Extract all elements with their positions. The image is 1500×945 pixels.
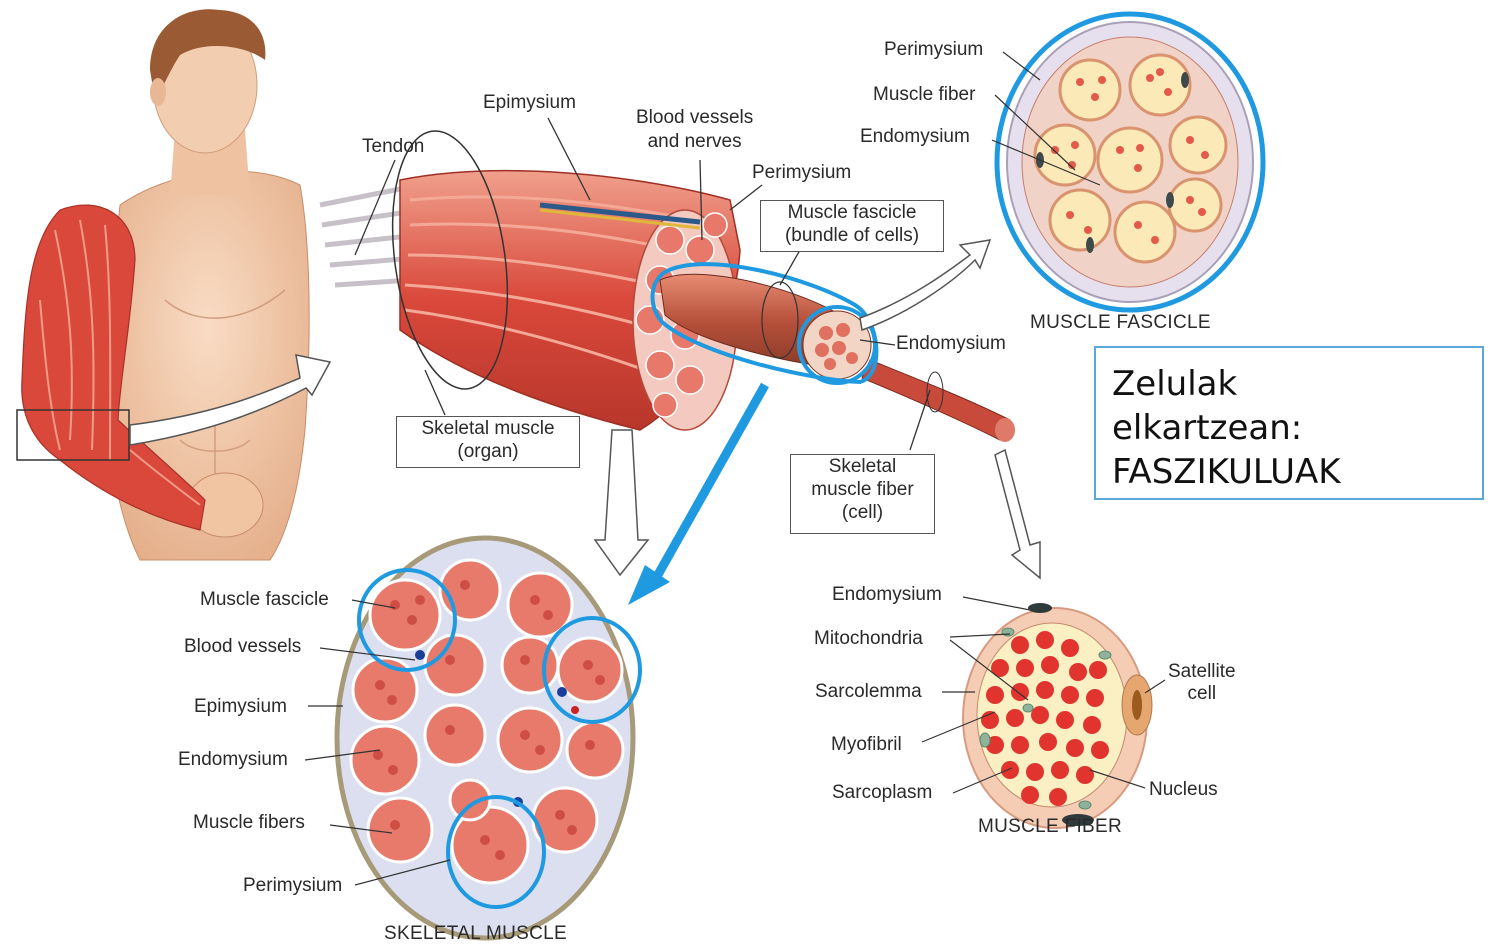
arrow-to-cross-section <box>593 429 650 577</box>
muscle-fascicle-box-line1: Muscle fascicle <box>787 202 917 223</box>
muscle-fascicle-box: Muscle fascicle (bundle of cells) <box>760 200 944 252</box>
fiber-endomysium-label: Endomysium <box>832 584 942 605</box>
epimysium-label: Epimysium <box>483 92 576 113</box>
fascicle-face-fibers <box>815 323 858 370</box>
satellite-line1: Satellite <box>1168 661 1236 682</box>
skeletal-fiber-box-line3: (cell) <box>841 502 884 523</box>
cross-muscle-fascicle-label: Muscle fascicle <box>200 589 329 610</box>
inset-highlight <box>994 11 1266 313</box>
cross-muscle-fibers-label: Muscle fibers <box>193 812 305 833</box>
muscle-striations <box>404 195 721 372</box>
cross-fibers <box>373 580 605 860</box>
skeletal-muscle-box-line1: Skeletal muscle <box>421 418 555 439</box>
fiber-ring <box>926 371 944 413</box>
hair <box>150 9 266 100</box>
fascicle-highlight <box>650 262 879 385</box>
satellite-line2: cell <box>1187 683 1217 704</box>
arrow-to-fascicle-inset <box>859 239 992 332</box>
skeletal-fiber-box-line2: muscle fiber <box>811 479 914 500</box>
cross-epimysium-label: Epimysium <box>194 696 287 717</box>
myofibrils <box>981 631 1109 806</box>
skeletal-muscle-box: Skeletal muscle (organ) <box>396 416 580 468</box>
cross-highlight-3 <box>446 795 546 909</box>
arm-to-muscle-arrow <box>129 354 332 446</box>
mitochondria <box>979 627 1112 810</box>
blood-vessels-nerves-label: Blood vessels and nerves <box>636 107 754 152</box>
muscle-fiber-caption: MUSCLE FIBER <box>978 816 1123 837</box>
skeletal-muscle-caption: SKELETAL MUSCLE <box>384 923 567 944</box>
outline-arrows <box>593 239 1041 580</box>
cross-highlight-2 <box>542 616 642 724</box>
skeletal-fiber-box: Skeletal muscle fiber (cell) <box>790 454 935 534</box>
blood-vessel-red <box>539 208 701 230</box>
info-line2: elkartzean: <box>1112 408 1303 448</box>
nucleus <box>1062 814 1094 826</box>
muscle-fascicle-box-line2: (bundle of cells) <box>784 225 920 246</box>
cross-highlight-1 <box>357 568 457 672</box>
epimysium-ring <box>391 130 509 390</box>
info-line1: Zelulak <box>1112 364 1238 404</box>
inset-muscle-fiber-label: Muscle fiber <box>873 84 976 105</box>
blood-vessel <box>539 202 701 225</box>
fiber-mitochondria-label: Mitochondria <box>814 628 923 649</box>
fiber-nucleus-label: Nucleus <box>1149 779 1218 800</box>
muscle-fiber-detail <box>921 596 1166 829</box>
arm-muscle <box>21 204 206 531</box>
inset-perimysium-label: Perimysium <box>884 39 984 60</box>
endomysium-label: Endomysium <box>896 333 1006 354</box>
fascicle-cylinder <box>650 262 1015 442</box>
fascicle-info-box: Zelulak elkartzean: FASZIKULUAK <box>1094 346 1484 500</box>
tendon-label: Tendon <box>362 136 425 157</box>
skeletal-muscle-box-line2: (organ) <box>457 441 519 462</box>
fascicle-ring <box>761 281 799 359</box>
cross-endomysium-label: Endomysium <box>178 749 288 770</box>
cross-blood-vessels-label: Blood vessels <box>184 636 302 657</box>
arrow-to-fiber-detail <box>994 448 1041 580</box>
info-line3: FASZIKULUAK <box>1112 452 1341 492</box>
fiber-myofibril-label: Myofibril <box>831 734 902 755</box>
ear <box>150 78 166 106</box>
skeletal-cross-section <box>304 535 642 941</box>
fiber-sarcolemma-label: Sarcolemma <box>815 681 922 702</box>
human-figure <box>16 9 332 561</box>
muscle-fascicle-caption: MUSCLE FASCICLE <box>1030 312 1211 333</box>
fiber-satellite-cell-label: Satellite cell <box>1168 661 1236 705</box>
blue-arrow <box>628 382 769 605</box>
fascicle-inset <box>991 11 1266 313</box>
arm-striations <box>39 219 201 506</box>
inset-myofibrils <box>1051 68 1209 244</box>
fascicle-face-highlight <box>797 305 877 385</box>
fiber-sarcoplasm-label: Sarcoplasm <box>832 782 933 803</box>
perimysium-label: Perimysium <box>752 162 852 183</box>
cross-perimysium-label: Perimysium <box>243 875 343 896</box>
fiber-end <box>995 418 1015 442</box>
skeletal-fiber-box-line1: Skeletal <box>828 456 897 477</box>
forearm-selection-box <box>16 409 130 461</box>
leader-lines-top <box>354 117 931 451</box>
inset-endomysium-label: Endomysium <box>860 126 970 147</box>
